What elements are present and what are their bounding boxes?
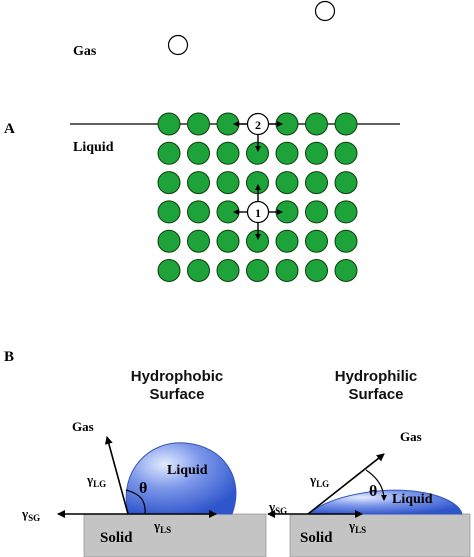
panel-a-label: A [4,121,15,137]
liquid-molecule [187,112,210,136]
gas-molecule [314,0,336,22]
theta-label: θ [139,480,147,497]
liquid-molecule [334,112,358,136]
gamma-lg-arrow [307,453,385,515]
liquid-molecule [157,141,181,165]
liquid-molecule [157,171,181,195]
solid-label: Solid [100,530,133,546]
hydrophobic-panel: Hydrophobic Surface Solid Liquid Gas γLG… [21,368,267,557]
liquid-molecule-grid [157,112,358,282]
liquid-label: Liquid [392,492,433,507]
gamma-lg-label: γLG [86,472,106,489]
gamma-lg-arrow [104,436,129,515]
liquid-molecule [334,141,358,165]
liquid-label: Liquid [73,140,114,155]
theta-label: θ [369,483,377,500]
liquid-molecule [187,171,210,195]
hydrophilic-droplet [306,489,463,515]
marker-2: 2 [255,118,261,132]
liquid-molecule [157,112,181,136]
solid-substrate [289,513,471,557]
gas-label: Gas [72,419,94,434]
gamma-lg-label: γLG [309,472,329,489]
gas-molecule [167,34,189,56]
liquid-label: Liquid [167,463,208,478]
liquid-molecule [216,141,240,165]
liquid-molecule [216,171,240,195]
marker-1: 1 [255,206,261,220]
hydrophobic-droplet [125,442,237,515]
liquid-molecule [334,259,358,282]
liquid-molecule [334,200,358,224]
liquid-molecule [157,200,181,224]
hydrophilic-panel: Hydrophilic Surface Solid Liquid Gas γLG… [267,368,471,557]
liquid-molecule [275,141,299,165]
liquid-molecule [216,229,240,253]
contact-angle-arc [125,489,146,515]
bulk-molecule-1: 1 [233,184,283,240]
liquid-molecule [187,229,210,253]
liquid-molecule [275,229,299,253]
surface-molecule-2: 2 [233,112,283,152]
hydrophobic-title-line2: Surface [149,386,204,403]
solid-label: Solid [300,530,333,546]
liquid-molecule [216,259,240,282]
hydrophilic-title-line2: Surface [348,386,403,403]
liquid-molecule [157,229,181,253]
gas-label: Gas [73,44,97,59]
gamma-sg-label: γSG [268,499,287,516]
liquid-molecule [275,259,299,282]
liquid-molecule [334,229,358,253]
liquid-molecule [334,171,358,195]
liquid-molecule [246,259,269,282]
liquid-molecule [187,141,210,165]
hydrophilic-title-line1: Hydrophilic [335,368,418,385]
contact-angle-arc [365,469,387,501]
panel-a: A Gas Liquid 2 1 [4,0,400,282]
liquid-molecule [305,112,328,136]
panel-b: B Hydrophobic Surface Solid Liquid Gas γ… [4,349,471,557]
liquid-molecule [305,229,328,253]
liquid-molecule [157,259,181,282]
gas-label: Gas [400,429,422,444]
hydrophobic-title-line1: Hydrophobic [131,368,224,385]
liquid-molecule [275,171,299,195]
liquid-molecule [187,259,210,282]
liquid-molecule [305,171,328,195]
panel-b-label: B [4,349,14,365]
liquid-molecule [305,259,328,282]
liquid-molecule [187,200,210,224]
liquid-molecule [305,200,328,224]
liquid-molecule [305,141,328,165]
gamma-sg-label: γSG [21,506,40,523]
